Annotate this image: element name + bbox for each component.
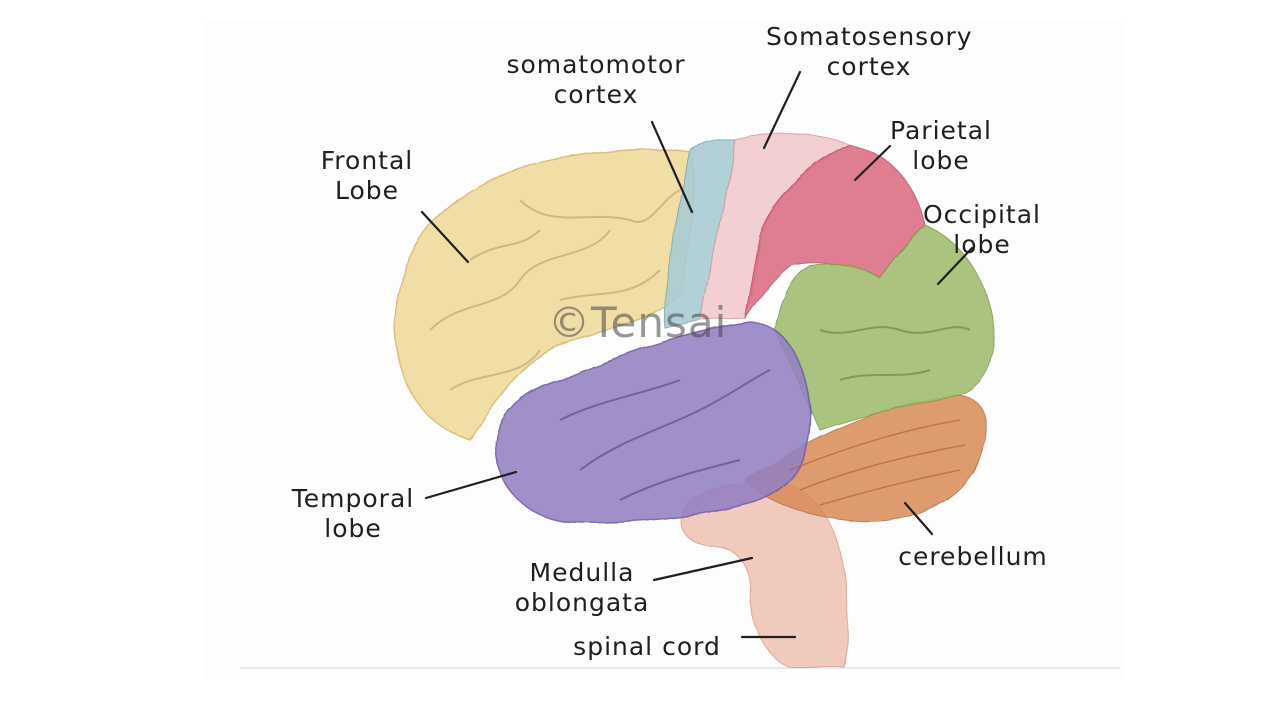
- frontal-lobe-region: [394, 148, 695, 441]
- occipital-lobe-label: Occipital lobe: [923, 200, 1041, 259]
- temporal-lobe-label: Temporal lobe: [291, 484, 415, 543]
- somatomotor-cortex-label: somatomotor cortex: [506, 50, 686, 109]
- cerebellum-label: cerebellum: [898, 542, 1048, 571]
- leader-lines: [420, 70, 974, 639]
- cerebellum-folia: [789, 419, 966, 506]
- copyright-watermark: ©Tensai: [548, 298, 728, 347]
- medulla-oblongata-label: Medulla oblongata: [514, 558, 650, 617]
- spinal-cord-label: spinal cord: [573, 632, 721, 661]
- somatosensory-cortex-label: Somatosensory cortex: [766, 22, 973, 81]
- parietal-lobe-region: [744, 144, 926, 319]
- parietal-lobe-label: Parietal lobe: [890, 116, 992, 175]
- gyri-lines: [429, 189, 681, 391]
- frontal-lobe-label: Frontal Lobe: [320, 146, 414, 205]
- temporal-sulci: [559, 369, 771, 501]
- occipital-sulci: [819, 326, 971, 381]
- temporal-lobe-region: [495, 321, 811, 524]
